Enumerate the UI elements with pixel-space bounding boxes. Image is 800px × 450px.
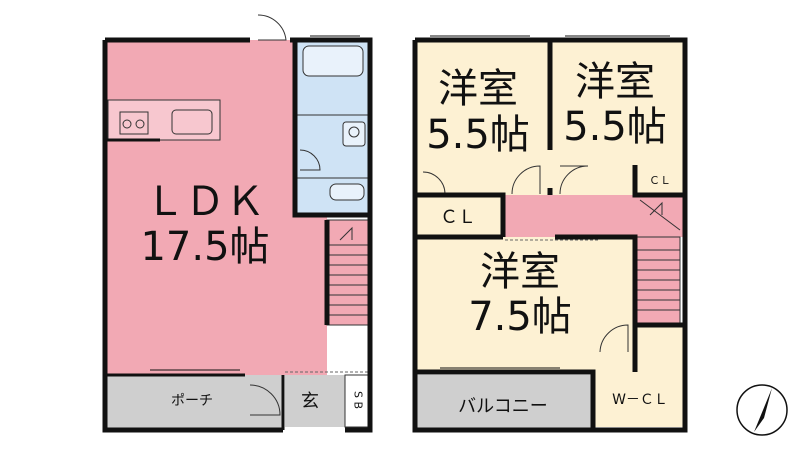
stove-icon <box>119 111 149 135</box>
sink-icon <box>171 109 213 135</box>
shoe-box-label: S B <box>352 391 365 409</box>
balcony-label: バルコニー <box>458 396 548 417</box>
stove-burner-icon <box>122 119 132 129</box>
bedroom-2-name: 洋室 <box>575 59 655 105</box>
toilet-icon <box>329 183 365 201</box>
ldk-room <box>105 40 295 375</box>
stove-burner-icon <box>135 119 145 129</box>
walkin-closet <box>595 325 685 427</box>
north-arrow-icon <box>736 384 788 436</box>
entrance-label: 玄 <box>301 391 319 412</box>
first-floor: ＬＤＫ 17.5帖 ポーチ 玄 S B <box>102 14 373 433</box>
stairs-first-floor <box>326 219 371 326</box>
ldk-size: 17.5帖 <box>140 224 269 270</box>
ldk-label: ＬＤＫ <box>145 179 265 225</box>
washbasin-icon <box>342 121 366 147</box>
bedroom-1-size: 5.5帖 <box>426 112 530 158</box>
bathtub-icon <box>302 45 364 77</box>
closet-2-label: ＣＬ <box>649 174 671 187</box>
balcony <box>415 375 593 430</box>
bedroom-3-name: 洋室 <box>480 249 560 295</box>
entrance-area <box>285 375 345 427</box>
closet-1-label: ＣＬ <box>440 207 476 228</box>
closet-2 <box>635 165 685 195</box>
ldk-extension <box>295 215 327 375</box>
hallway <box>503 195 685 237</box>
porch-area <box>105 375 283 430</box>
closet-1 <box>415 195 503 237</box>
bedroom-2-size: 5.5帖 <box>563 104 667 150</box>
porch-label: ポーチ <box>171 393 213 409</box>
bedroom-3-size: 7.5帖 <box>468 294 572 340</box>
second-floor: 洋室 5.5帖 洋室 5.5帖 ＣＬ ＣＬ 洋室 7.5帖 W－ＣＬ バルコニー <box>412 35 688 433</box>
bedroom-1-name: 洋室 <box>438 66 518 112</box>
walkin-closet-label: W－ＣＬ <box>612 392 668 408</box>
